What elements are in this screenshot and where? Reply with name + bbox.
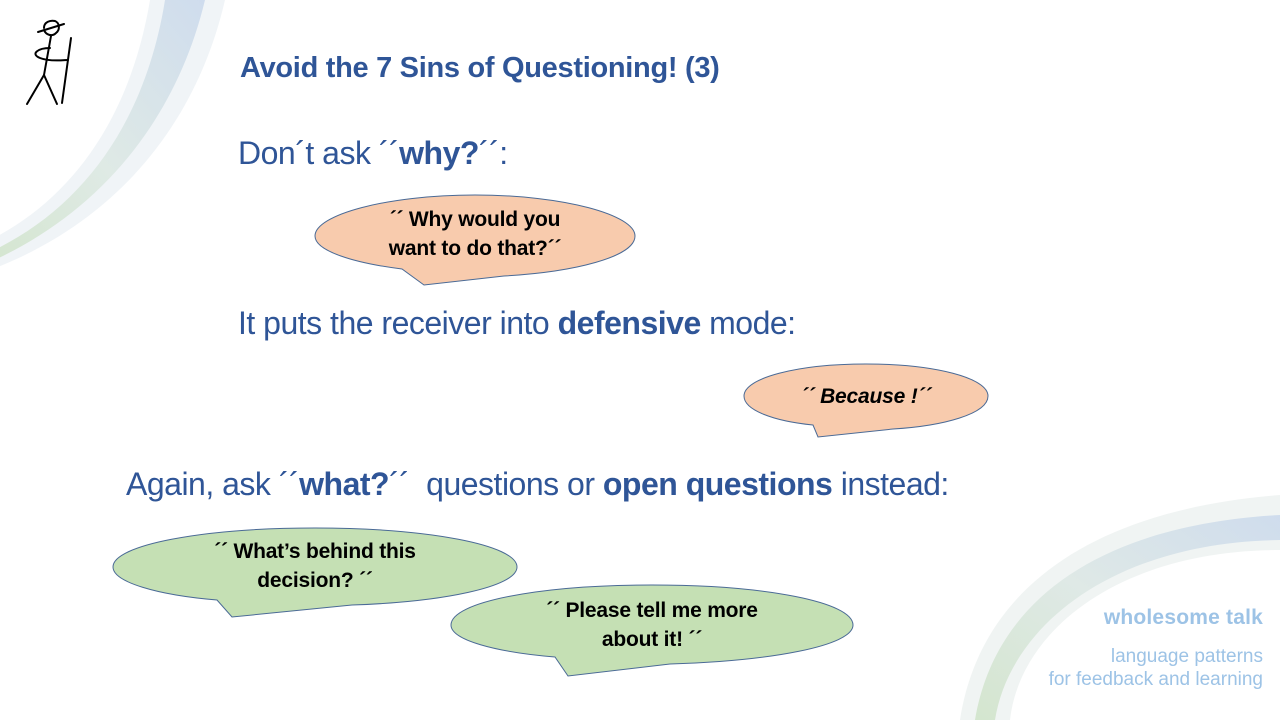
speech-bubble-whats-behind: ´´ What’s behind this decision? ´´ — [112, 527, 518, 618]
statement-defensive-mode: It puts the receiver into defensive mode… — [238, 305, 796, 341]
slide-title: Avoid the 7 Sins of Questioning! (3) — [240, 52, 720, 84]
emphasis-open-questions: open questions — [602, 466, 833, 502]
brand-name: wholesome talk — [1103, 606, 1263, 629]
emphasis-defensive: defensive — [557, 305, 702, 341]
speech-bubble-tell-me-more: ´´ Please tell me more about it! ´´ — [450, 584, 854, 677]
statement-ask-what: Again, ask ´´what?´´ questions or open q… — [126, 466, 949, 502]
speech-bubble-because: ´´ Because !´´ — [743, 363, 989, 438]
speech-bubble-why: ´´ Why would you want to do that?´´ — [314, 193, 636, 286]
emphasis-what: what? — [299, 466, 390, 502]
brand-tagline: language patterns for feedback and learn… — [1048, 646, 1263, 690]
statement-dont-ask-why: Don´t ask ´´why?´´: — [238, 135, 508, 171]
emphasis-why: why? — [399, 135, 479, 171]
hiker-stick-figure-icon — [26, 19, 72, 105]
